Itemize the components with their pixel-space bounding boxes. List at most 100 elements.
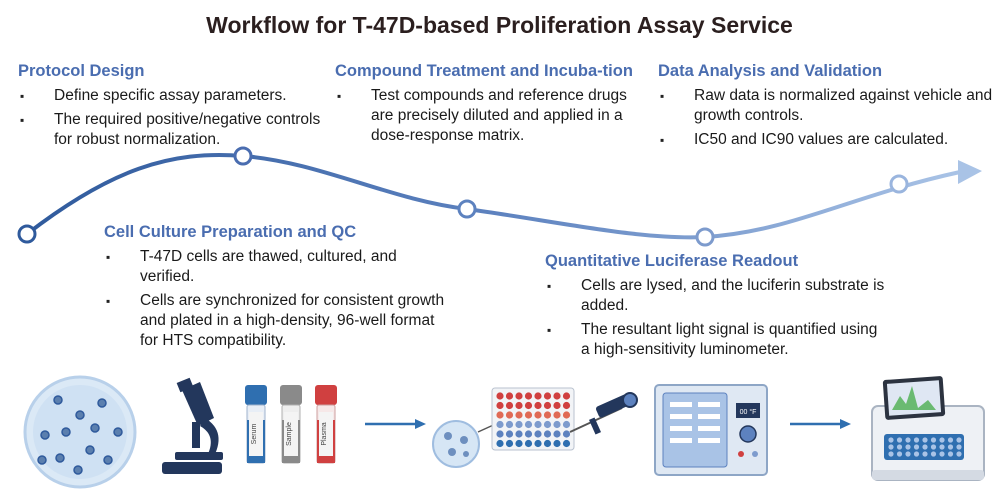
well (496, 430, 504, 438)
well (562, 392, 571, 400)
petri-dish-icon (23, 375, 137, 489)
step-bullet: Raw data is normalized against vehicle a… (658, 86, 993, 126)
well (505, 439, 514, 448)
well (515, 430, 523, 438)
track-node-1 (17, 224, 37, 244)
page-title: Workflow for T-47D-based Proliferation A… (206, 12, 793, 38)
reader-well (930, 437, 937, 443)
step-bullet: Cells are synchronized for consistent gr… (104, 291, 449, 351)
well (534, 439, 542, 448)
well-plate-icon (491, 387, 575, 451)
step-bullet: Cells are lysed, and the luciferin subst… (545, 276, 885, 316)
arrow-icon (790, 419, 851, 429)
well (543, 401, 552, 410)
well (543, 411, 552, 419)
step-compound-treatment: Compound Treatment and Incuba-tion Test … (335, 61, 635, 150)
well (524, 411, 533, 419)
well (553, 411, 561, 419)
reader-well (913, 444, 920, 450)
workflow-track (17, 146, 982, 247)
cell-dish-icon (432, 420, 501, 468)
step-heading: Compound Treatment and Incuba-tion (335, 62, 633, 80)
reader-well (947, 444, 954, 450)
track-node-3 (457, 199, 477, 219)
reader-well (896, 444, 903, 450)
reader-well (939, 444, 945, 450)
tube-label: Plasma (321, 422, 328, 445)
device-display: 00 °F (740, 408, 757, 416)
reader-well (956, 437, 962, 443)
well (562, 439, 571, 448)
well (562, 420, 571, 429)
reader-well (896, 437, 903, 443)
well (562, 411, 571, 419)
track-node-4 (695, 227, 715, 247)
reader-well (939, 437, 945, 443)
well (543, 392, 552, 400)
well (524, 401, 533, 410)
well (562, 401, 571, 410)
step-heading: Quantitative Luciferase Readout (545, 252, 799, 270)
well (543, 430, 552, 438)
well (534, 420, 542, 429)
well (534, 411, 542, 419)
well (534, 392, 542, 400)
step-bullet: IC50 and IC90 values are calculated. (658, 130, 993, 150)
reader-well (930, 451, 937, 457)
reader-well (947, 437, 954, 443)
reader-well (888, 444, 894, 450)
reader-well (913, 437, 920, 443)
reader-well (905, 437, 911, 443)
step-bullet: The required positive/negative controls … (18, 110, 338, 150)
tube-label: Serum (251, 424, 258, 445)
reader-well (888, 451, 894, 457)
well (534, 401, 542, 410)
well (553, 439, 561, 448)
step-bullet: The resultant light signal is quantified… (545, 320, 885, 360)
incubator-icon: 00 °F (654, 384, 768, 476)
well (524, 430, 533, 438)
well (496, 420, 504, 429)
reader-well (939, 451, 945, 457)
well (553, 420, 561, 429)
illustration-row: Serum Sample Plasma (23, 375, 985, 489)
well (553, 392, 561, 400)
well (515, 420, 523, 429)
pipette-icon (569, 392, 638, 435)
reader-well (930, 444, 937, 450)
tube-label: Sample (286, 422, 293, 446)
reader-well (956, 444, 962, 450)
well (515, 392, 523, 400)
reader-well (905, 444, 911, 450)
step-heading: Data Analysis and Validation (658, 62, 883, 80)
well (496, 392, 504, 400)
well (562, 430, 571, 438)
step-cell-culture: Cell Culture Preparation and QC T-47D ce… (104, 222, 449, 355)
step-data-analysis: Data Analysis and Validation Raw data is… (658, 61, 993, 154)
reader-well (922, 444, 928, 450)
plate-reader-icon (871, 376, 985, 481)
well (524, 439, 533, 448)
well (524, 392, 533, 400)
reader-well (922, 451, 928, 457)
reader-well (913, 451, 920, 457)
reader-well (888, 437, 894, 443)
reader-well (956, 451, 962, 457)
step-heading: Cell Culture Preparation and QC (104, 223, 357, 241)
track-arrowhead (958, 160, 982, 184)
step-luciferase-readout: Quantitative Luciferase Readout Cells ar… (545, 251, 885, 364)
well (496, 411, 504, 419)
arrow-icon (365, 419, 426, 429)
well (515, 439, 523, 448)
reader-well (922, 437, 928, 443)
well (505, 420, 514, 429)
step-heading: Protocol Design (18, 62, 145, 80)
well (496, 401, 504, 410)
well (515, 401, 523, 410)
well (505, 392, 514, 400)
step-bullet: Test compounds and reference drugs are p… (335, 86, 635, 146)
well (534, 430, 542, 438)
step-bullet: Define specific assay parameters. (18, 86, 338, 106)
well (524, 420, 533, 429)
well (505, 401, 514, 410)
